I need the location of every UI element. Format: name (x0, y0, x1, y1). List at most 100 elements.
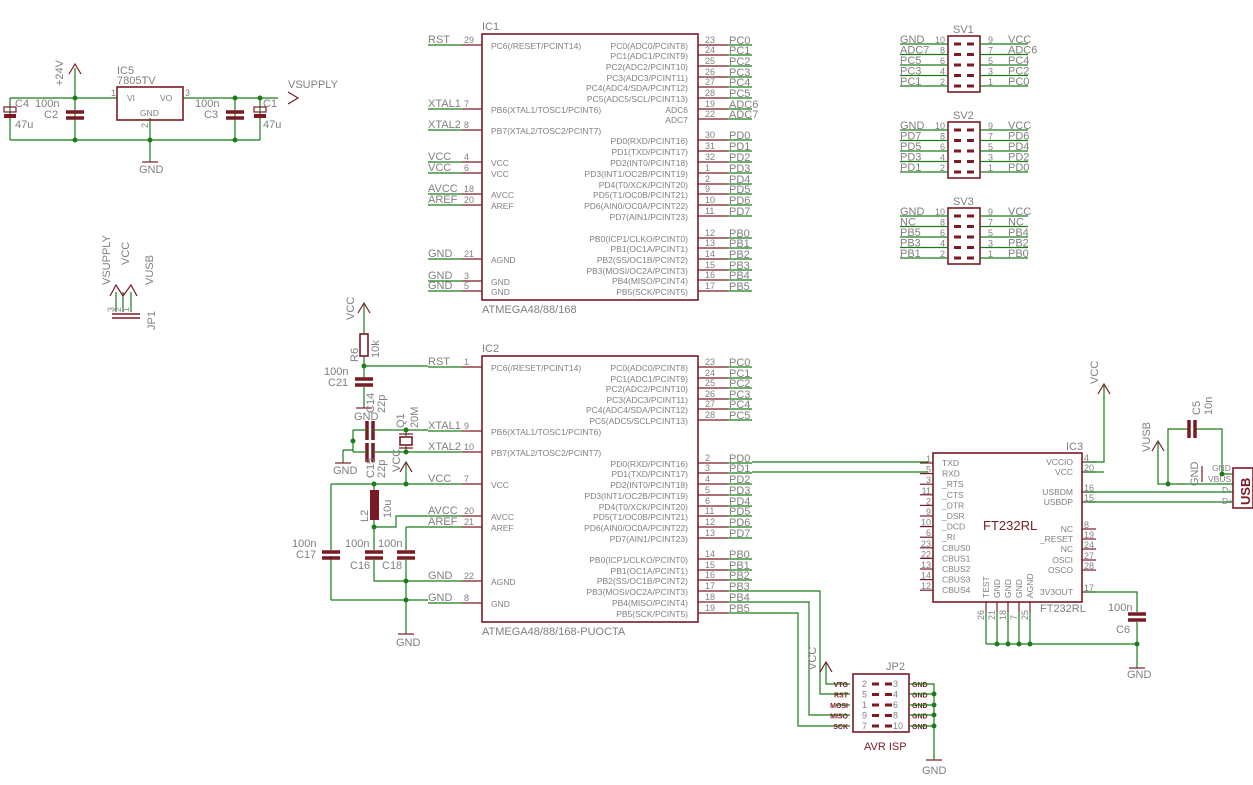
svg-text:C15: C15 (365, 458, 377, 478)
svg-text:VCC: VCC (345, 297, 357, 320)
net-label: NC (900, 217, 916, 229)
net-label: AREF (428, 194, 458, 206)
pin-name: AGND (1025, 573, 1035, 598)
pin-number: 27 (705, 77, 715, 87)
pin-number: 4 (940, 67, 945, 77)
pin-name: AVCC (491, 190, 514, 200)
vsupply-arrow-icon (287, 91, 300, 105)
net-label: PD4 (1008, 141, 1029, 153)
pin-name: PB0(ICP1/CLKO/PCINT0) (589, 555, 688, 565)
ic3-pin-left: 2_DTR (920, 496, 964, 510)
pin-name: PD5(T1/OC0B/PCINT21) (593, 190, 688, 200)
svg-text:100n: 100n (195, 98, 219, 110)
pin-name: AGND (491, 255, 516, 265)
net-label: NC (1008, 217, 1024, 229)
ic3-pin-right: 19_RESET (1039, 530, 1096, 544)
net-label: XTAL2 (428, 119, 461, 131)
pin-name: AREF (491, 523, 514, 533)
pin-number: 8 (464, 593, 469, 603)
pin-number: 11 (922, 486, 931, 496)
pin-number: 19 (705, 99, 715, 109)
inductor-l2 (370, 490, 379, 520)
pin-number: 3 (464, 271, 469, 281)
pin-number: 14 (705, 249, 715, 259)
jp2-signal-label: MISO (830, 714, 848, 721)
pin-name: PB7(XTAL2/TOSC2/PCINT7) (491, 126, 601, 136)
net-label: GND (900, 206, 925, 218)
net-label: PC3 (729, 389, 750, 401)
svg-text:20M: 20M (409, 407, 421, 428)
ic2-ref: IC2 (482, 343, 499, 355)
pin-number: 1 (705, 163, 710, 173)
pin-number: 18 (464, 184, 474, 194)
pin-name: ADC6 (665, 105, 688, 115)
pin-number: 4 (1084, 453, 1089, 463)
ic1-body (481, 33, 699, 301)
pin-number: 6 (940, 56, 945, 66)
net-label: PB0 (729, 228, 750, 240)
pin-number: 28 (705, 88, 715, 98)
jp1-arrows-icon (109, 283, 138, 298)
net-label: PD5 (900, 141, 921, 153)
svg-text:GND: GND (354, 411, 379, 423)
pin-number: 6 (926, 528, 931, 538)
net-label: PB3 (729, 260, 750, 272)
pin-number: 24 (705, 45, 715, 55)
net-label: VCC (428, 473, 451, 485)
pin-name: PC4(ADC4/SDA/PCINT12) (586, 83, 688, 93)
pin-name: PC1(ADC1/PCINT9) (611, 51, 689, 61)
svg-text:GND: GND (396, 637, 421, 649)
pin-number: 10 (893, 721, 903, 731)
pin-number: 1 (464, 357, 469, 367)
pin-name: PD6(AIN0/OC0A/PCINT22) (584, 523, 688, 533)
pin-name: PC0(ADC0/PCINT8) (611, 363, 689, 373)
net-label: PD6 (729, 517, 750, 529)
net-label: PC2 (1008, 66, 1029, 78)
pin-name: PC6(/RESET/PCINT14) (491, 41, 581, 51)
pin-number: 3 (988, 153, 993, 163)
pin-number: 5 (705, 485, 710, 495)
pin-name: PC0(ADC0/PCINT8) (611, 41, 689, 51)
pin-name: PC5(ADC5/SCL/PCINT13) (587, 94, 688, 104)
net-label: PB0 (1008, 248, 1029, 260)
pin-name: _DTR (941, 500, 964, 510)
header-ref: SV1 (953, 24, 974, 36)
net-label: PD6 (729, 195, 750, 207)
pin-name: AVCC (491, 512, 514, 522)
svg-text:C16: C16 (350, 560, 370, 572)
pin-name: PC3(ADC3/PCINT11) (606, 73, 688, 83)
ic2-value: ATMEGA48/88/168-PUOCTA (482, 626, 626, 638)
pin-name: PC4(ADC4/SDA/PCINT12) (586, 405, 688, 415)
pin-name: CBUS4 (942, 585, 971, 595)
svg-text:Q1: Q1 (395, 413, 407, 428)
net-label: PB3 (729, 581, 750, 593)
pin-number: 7 (988, 218, 993, 228)
net-label: PB1 (729, 560, 750, 572)
net-label: PC2 (729, 56, 750, 68)
pin-number: 27 (705, 399, 715, 409)
jp2-signal-label: VTG (834, 682, 849, 689)
net-label: AVCC (428, 183, 458, 195)
net-label: VCC (1008, 120, 1031, 132)
ic3-pin-left: 9_DSR (920, 507, 965, 521)
pin-name: PB1(OC1A/PCINT1) (611, 244, 689, 254)
usb-connector[interactable] (1232, 467, 1253, 509)
pin-name: USBDP (1044, 497, 1074, 507)
